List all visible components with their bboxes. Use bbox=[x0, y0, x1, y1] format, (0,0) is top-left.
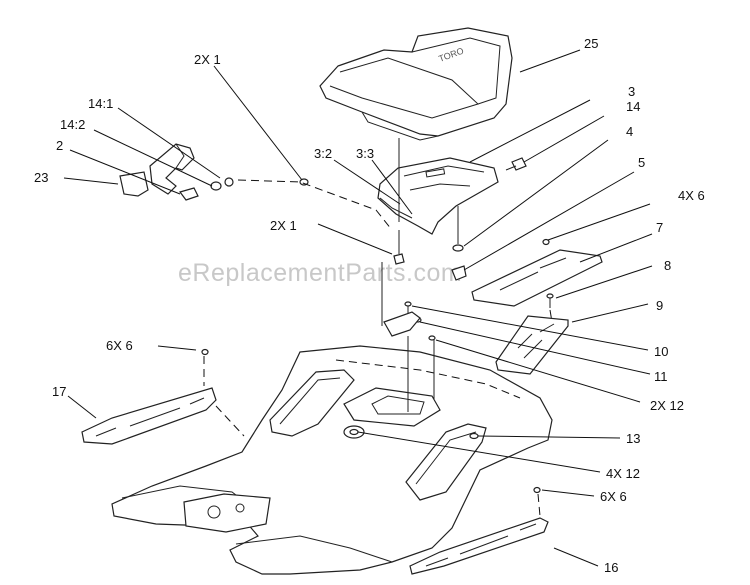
callout-2x1-top: 2X 1 bbox=[194, 52, 221, 67]
callout-14-2: 14:2 bbox=[60, 117, 85, 132]
callout-16: 16 bbox=[604, 560, 618, 575]
callout-25: 25 bbox=[584, 36, 598, 51]
callout-4: 4 bbox=[626, 124, 633, 139]
callout-9: 9 bbox=[656, 298, 663, 313]
callout-10: 10 bbox=[654, 344, 668, 359]
callout-17: 17 bbox=[52, 384, 66, 399]
callout-labels: 25 3 14 4 5 4X 6 7 8 9 10 11 2X 12 13 4X… bbox=[34, 36, 705, 575]
leader-lines bbox=[63, 49, 653, 567]
callout-3-3: 3:3 bbox=[356, 146, 374, 161]
fender-body-part bbox=[111, 345, 553, 575]
callout-6x6-left: 6X 6 bbox=[106, 338, 133, 353]
callout-2x12: 2X 12 bbox=[650, 398, 684, 413]
hardware-items bbox=[201, 157, 554, 494]
seat-part: TORO bbox=[319, 27, 513, 141]
plate-17-part bbox=[81, 387, 217, 445]
callout-13: 13 bbox=[626, 431, 640, 446]
callout-3: 3 bbox=[628, 84, 635, 99]
callout-4x6: 4X 6 bbox=[678, 188, 705, 203]
callout-14: 14 bbox=[626, 99, 640, 114]
callout-8: 8 bbox=[664, 258, 671, 273]
watermark: eReplacementParts.com bbox=[178, 259, 462, 287]
callout-5: 5 bbox=[638, 155, 645, 170]
callout-6x6-right: 6X 6 bbox=[600, 489, 627, 504]
seat-bracket-part bbox=[377, 157, 499, 235]
callout-4x12: 4X 12 bbox=[606, 466, 640, 481]
callout-3-2: 3:2 bbox=[314, 146, 332, 161]
callout-2x1-lower: 2X 1 bbox=[270, 218, 297, 233]
callout-2: 2 bbox=[56, 138, 63, 153]
plate-16-part bbox=[409, 517, 549, 575]
callout-14-1: 14:1 bbox=[88, 96, 113, 111]
callout-23: 23 bbox=[34, 170, 48, 185]
plate-9-part bbox=[495, 315, 569, 375]
hinge-plate-part bbox=[383, 311, 421, 337]
callout-11: 11 bbox=[654, 369, 668, 384]
callout-7: 7 bbox=[656, 220, 663, 235]
adjust-lever-part bbox=[119, 143, 199, 201]
plate-7-part bbox=[471, 249, 603, 307]
